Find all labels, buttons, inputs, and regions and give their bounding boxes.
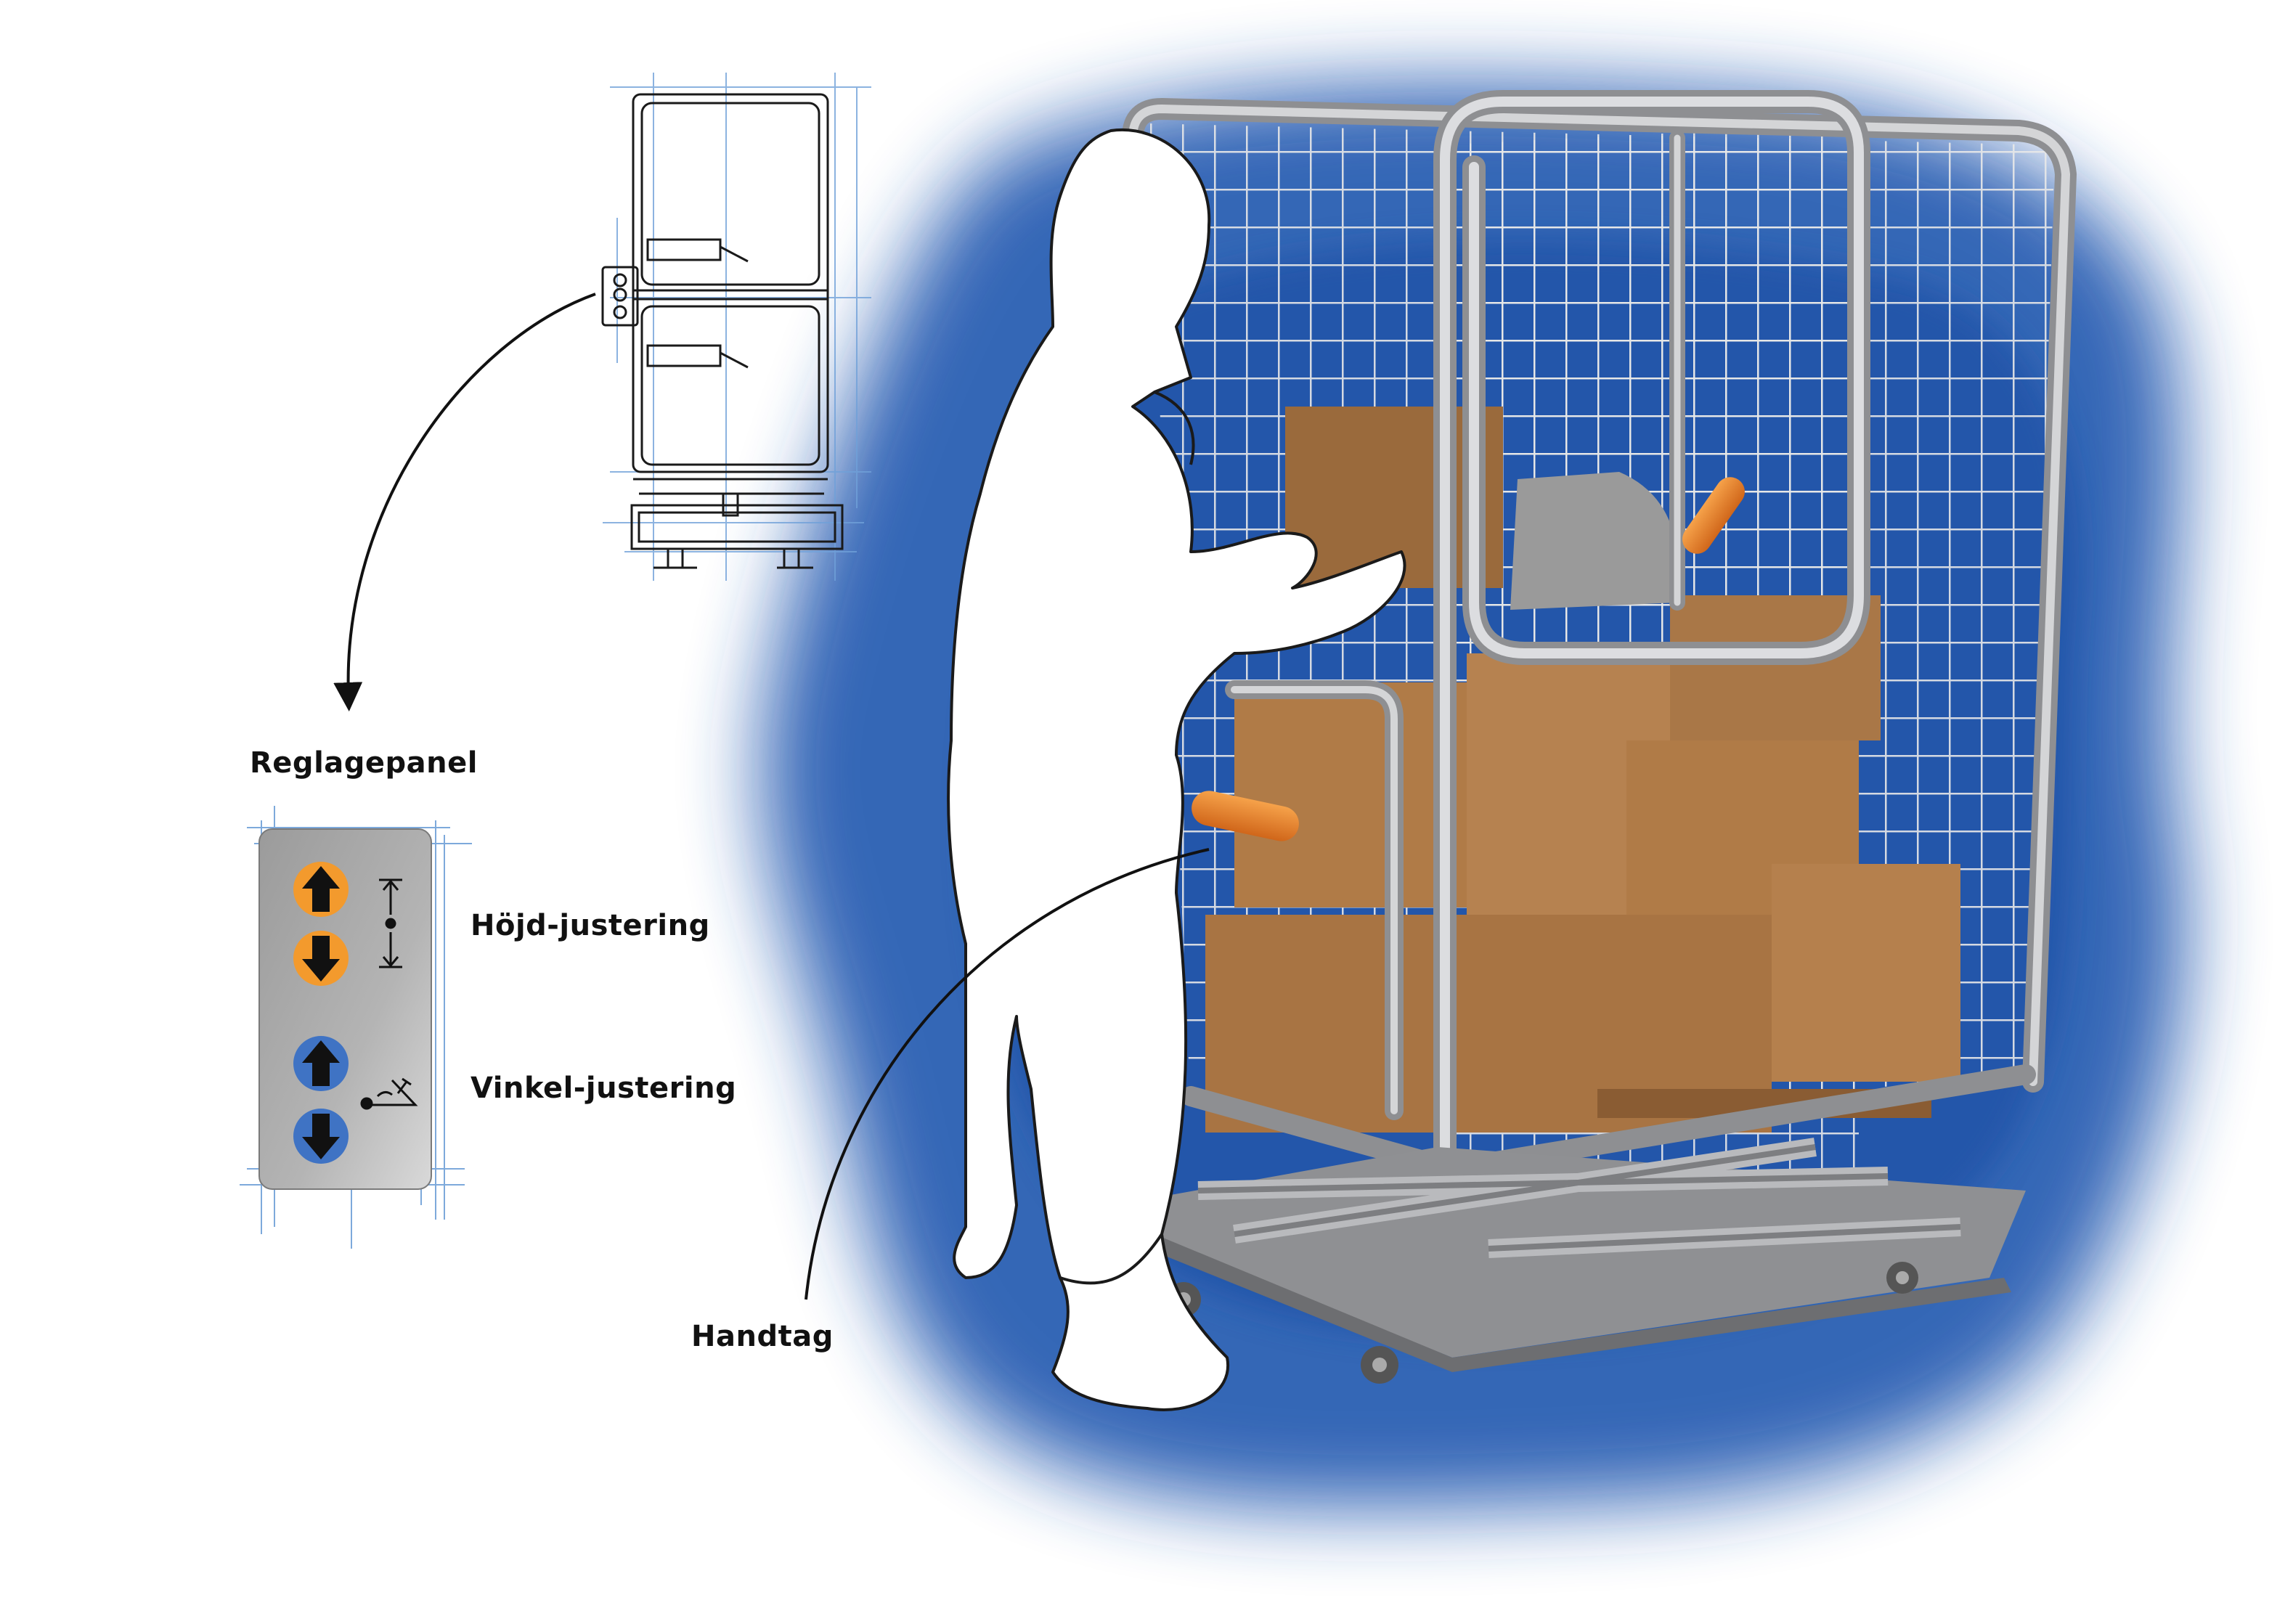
person-silhouette [947, 128, 1406, 1411]
angle-down-button[interactable] [293, 1109, 349, 1164]
control-panel [240, 806, 472, 1249]
arrow-up-icon [302, 866, 340, 912]
angle-up-button[interactable] [293, 1036, 349, 1091]
arrow-down-icon [302, 1114, 340, 1159]
orange-handles [1192, 477, 1745, 841]
control-panel-label: Reglagepanel [250, 746, 478, 780]
callout-line-handle [805, 848, 1210, 1300]
cardboard-boxes [1205, 407, 1960, 1133]
arrow-up-icon [302, 1040, 340, 1086]
technical-sketch [601, 73, 871, 581]
cage-frame [1122, 90, 2077, 1202]
height-adjustment-label: Höjd-justering [471, 909, 710, 942]
height-up-button[interactable] [293, 862, 349, 917]
gray-side-plate [1510, 472, 1677, 610]
scissor-lift-base [1147, 1138, 2026, 1384]
height-adjust-icon [379, 878, 402, 968]
arrow-down-icon [302, 936, 340, 982]
callout-arrow-panel [333, 293, 596, 711]
angle-adjust-icon [360, 1077, 418, 1110]
handle-label: Handtag [691, 1320, 834, 1353]
angle-adjustment-label: Vinkel-justering [471, 1072, 737, 1105]
height-down-button[interactable] [293, 931, 349, 986]
